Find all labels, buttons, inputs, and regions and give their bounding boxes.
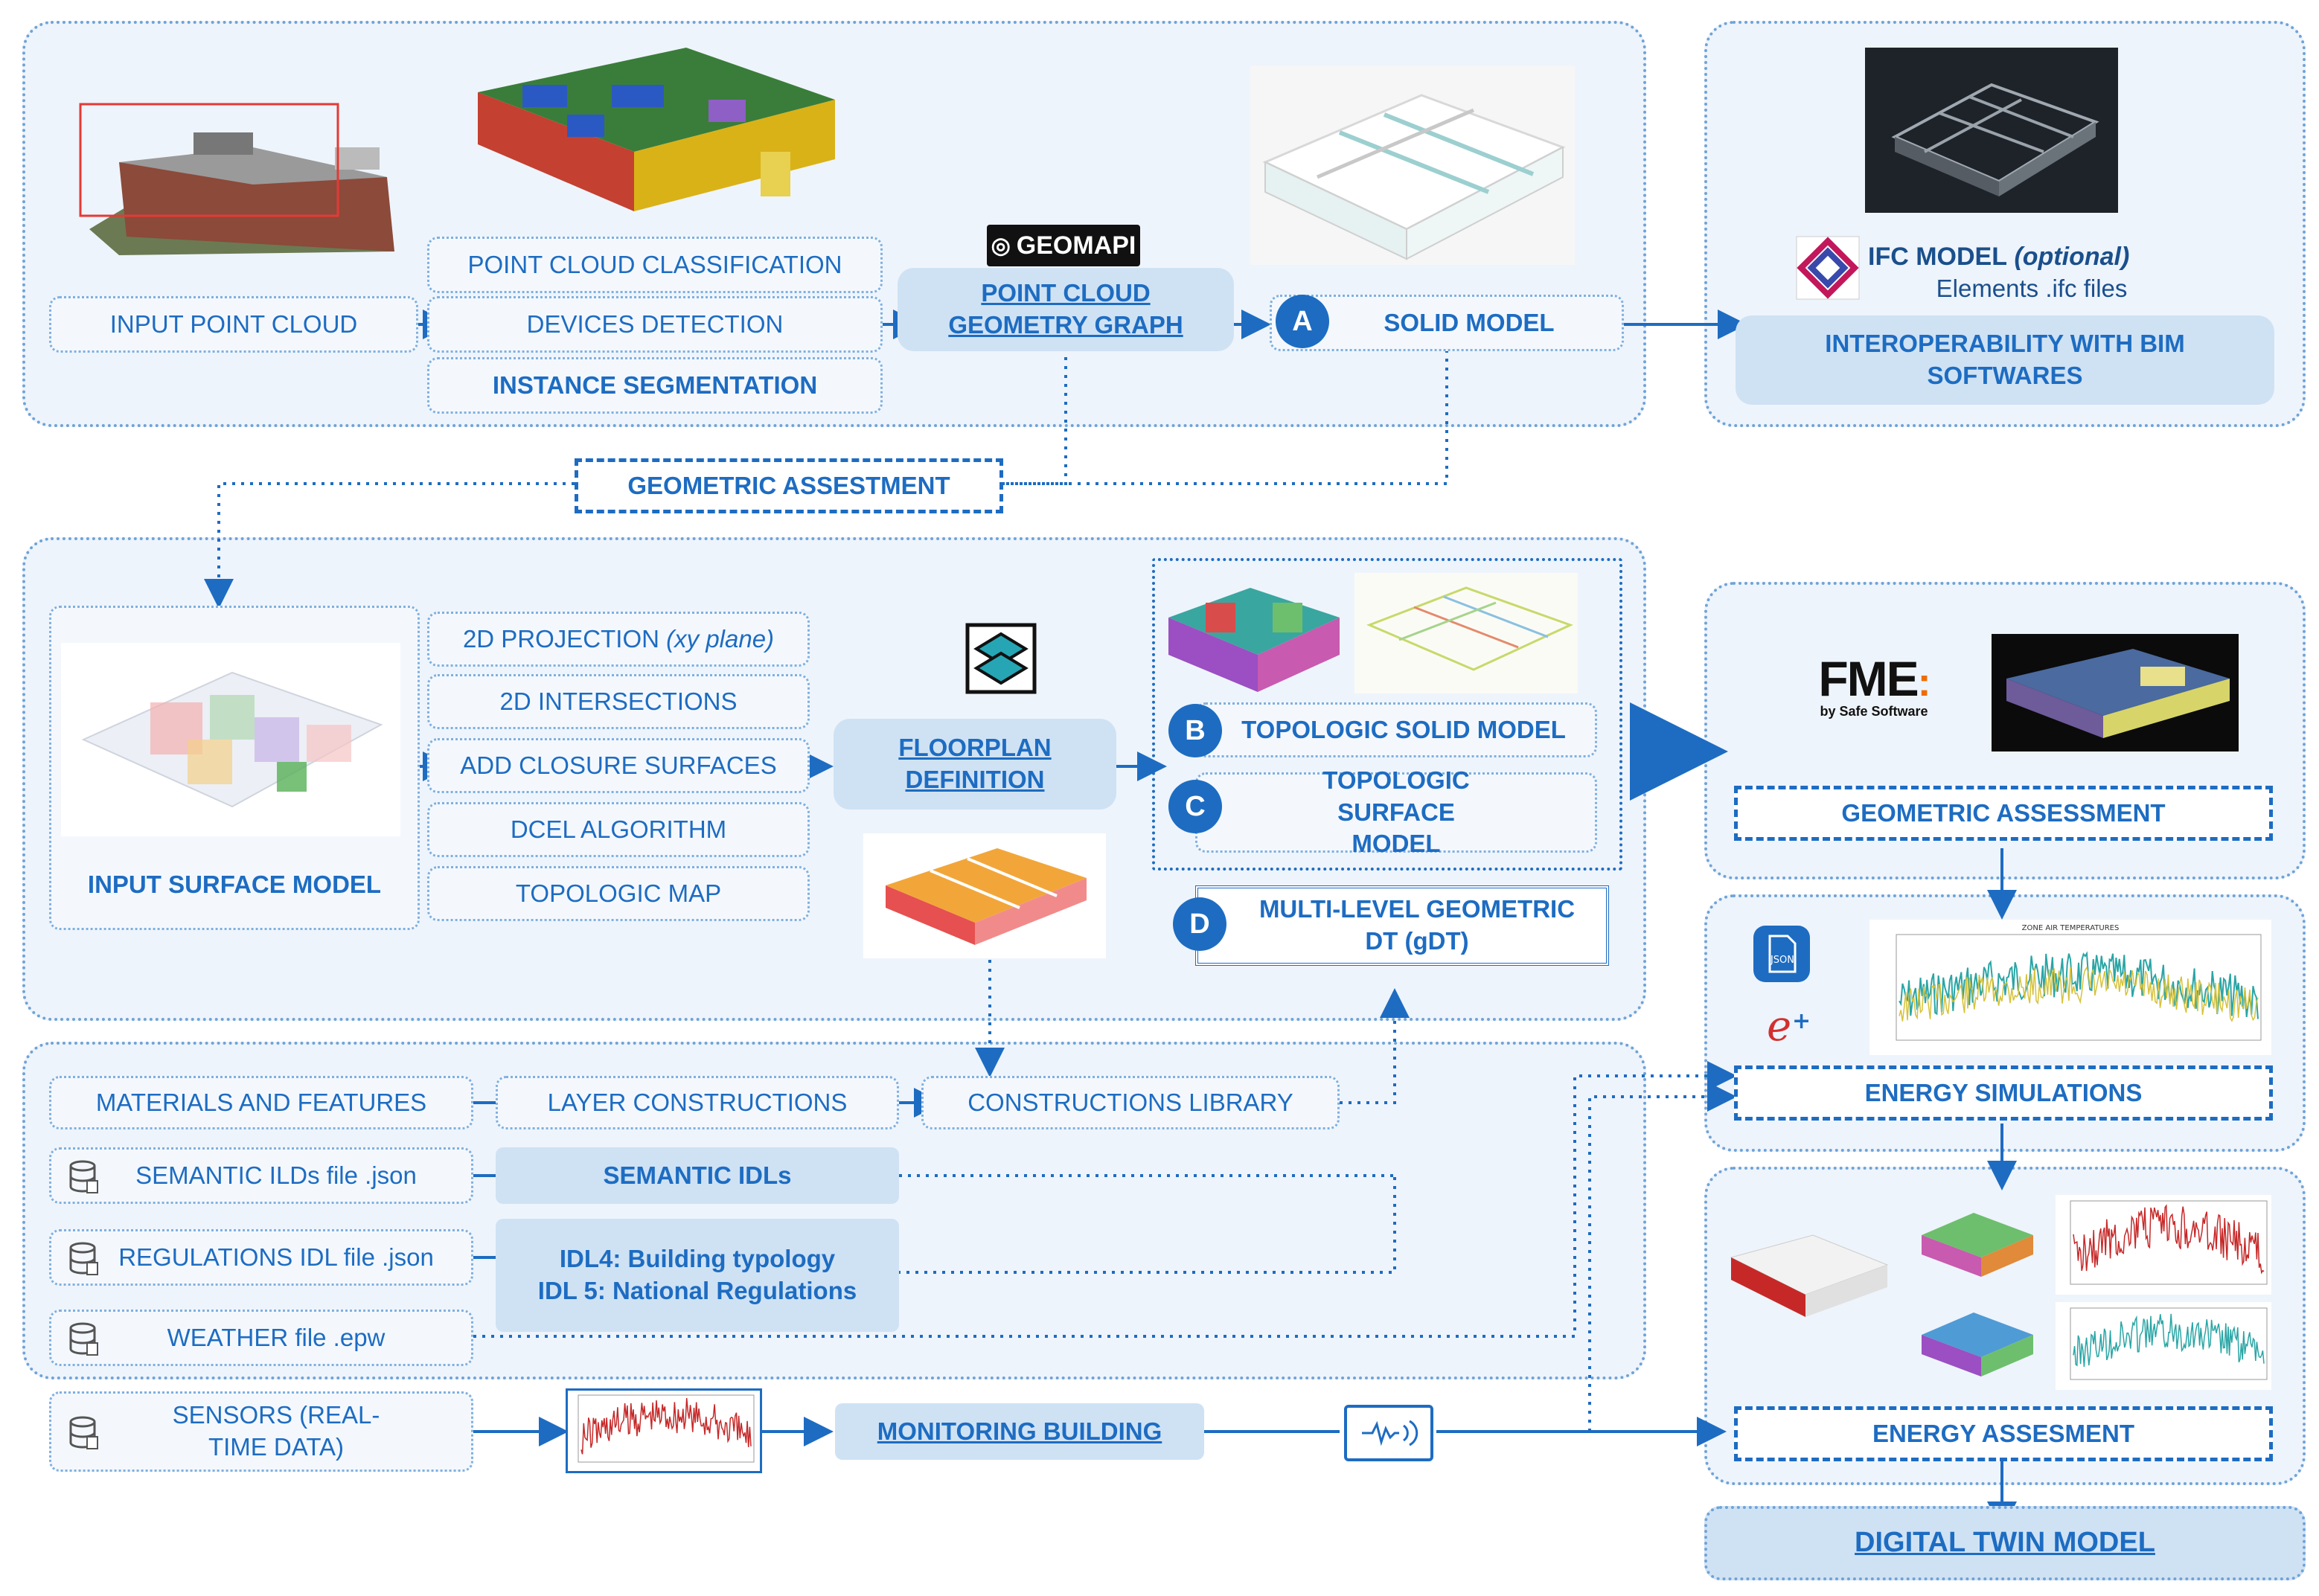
solid-model-label: SOLID MODEL <box>1384 308 1555 336</box>
idl4-label: IDL4: Building typology <box>559 1245 836 1273</box>
svg-text:+: + <box>1792 1008 1811 1034</box>
interoperability-box[interactable]: INTEROPERABILITY WITH BIM SOFTWARES <box>1736 315 2274 405</box>
topologic-solid-model-label: TOPOLOGIC SOLID MODEL <box>1241 715 1566 743</box>
input-surface-model-label: INPUT SURFACE MODEL <box>87 871 382 899</box>
add-closure-surfaces-box[interactable]: ADD CLOSURE SURFACES <box>427 738 810 793</box>
digital-twin-model-box[interactable]: DIGITAL TWIN MODEL <box>1704 1506 2306 1580</box>
zones-bottom-render <box>1914 1305 2038 1379</box>
badge-b: B <box>1168 704 1222 757</box>
point-cloud-geometry-graph-box[interactable]: POINT CLOUD GEOMETRY GRAPH <box>898 268 1234 351</box>
layer-constructions-box[interactable]: LAYER CONSTRUCTIONS <box>496 1076 899 1129</box>
semantic-ilds-file-label: SEMANTIC ILDs file .json <box>135 1161 417 1189</box>
badge-c: C <box>1168 780 1222 833</box>
sensor-data-chart <box>566 1388 762 1473</box>
input-point-cloud-box[interactable]: INPUT POINT CLOUD <box>49 296 418 353</box>
floorplan-definition-box[interactable]: FLOORPLAN DEFINITION <box>834 719 1116 810</box>
database-icon <box>68 1242 100 1286</box>
semantic-ilds-file-box[interactable]: SEMANTIC ILDs file .json <box>49 1147 473 1204</box>
devices-detection-box[interactable]: DEVICES DETECTION <box>427 296 883 353</box>
ifc-logo-icon <box>1794 234 1862 302</box>
fme-model-render <box>1992 634 2239 751</box>
database-icon <box>68 1322 100 1366</box>
topologic-map-box[interactable]: TOPOLOGIC MAP <box>427 866 810 921</box>
ifc-model-title: IFC MODEL (optional) <box>1868 240 2181 274</box>
topologic-wireframe-render <box>1354 573 1578 693</box>
database-icon <box>68 1160 100 1204</box>
projection-2d-italic: (xy plane) <box>666 624 775 653</box>
sensors-label: SENSORS (REAL-TIME DATA) <box>172 1401 380 1461</box>
point-cloud-photo <box>74 103 402 259</box>
semantic-idls-box[interactable]: SEMANTIC IDLs <box>496 1147 899 1204</box>
topologic-solid-render <box>1161 573 1344 693</box>
constructions-library-box[interactable]: CONSTRUCTIONS LIBRARY <box>921 1076 1340 1129</box>
topologic-surface-model-label: TOPOLOGIC SURFACE MODEL <box>1322 766 1470 858</box>
idl5-label: IDL 5: National Regulations <box>537 1277 857 1304</box>
idl-regulations-box[interactable]: IDL4: Building typology IDL 5: National … <box>496 1219 899 1332</box>
materials-and-features-box[interactable]: MATERIALS AND FEATURES <box>49 1076 473 1129</box>
ifc-model-render <box>1865 48 2118 213</box>
badge-a: A <box>1276 295 1329 348</box>
energy-assesment-box[interactable]: ENERGY ASSESMENT <box>1734 1406 2273 1461</box>
fme-logo-word: FME <box>1818 651 1919 707</box>
json-icon-text: JSON <box>1770 955 1794 966</box>
sensors-box[interactable]: SENSORS (REAL-TIME DATA) <box>49 1391 473 1472</box>
regulations-idl-file-label: REGULATIONS IDL file .json <box>118 1243 434 1271</box>
input-surface-model-image <box>61 643 400 836</box>
geomapi-icon: ◎ <box>991 233 1011 258</box>
energy-simulations-box[interactable]: ENERGY SIMULATIONS <box>1734 1065 2273 1121</box>
database-icon <box>68 1416 100 1460</box>
fme-logo: FME: by Safe Software <box>1800 652 1948 723</box>
red-temperature-chart <box>2056 1195 2271 1295</box>
ifc-title-text: IFC MODEL <box>1868 242 2007 271</box>
sensor-signal-icon <box>1344 1405 1433 1461</box>
multi-level-dt-label: MULTI-LEVEL GEOMETRIC DT (gDT) <box>1258 895 1576 955</box>
badge-d: D <box>1173 897 1226 951</box>
energyplus-icon: e + <box>1744 1001 1819 1054</box>
json-file-icon: JSON <box>1750 923 1813 985</box>
topologic-surface-model-box[interactable]: TOPOLOGIC SURFACE MODEL <box>1195 766 1597 857</box>
topologic-models-frame <box>1152 558 1622 871</box>
weather-file-label: WEATHER file .epw <box>167 1323 386 1351</box>
ifc-subtitle: Elements .ifc files <box>1936 274 2128 302</box>
classified-point-cloud-image <box>463 40 850 219</box>
instance-segmentation-box[interactable]: INSTANCE SEGMENTATION <box>427 357 883 414</box>
geomapi-logo-text: GEOMAPI <box>1016 231 1136 260</box>
floorplan-image <box>863 833 1106 958</box>
zones-top-render <box>1914 1205 2038 1280</box>
ifc-title-optional: (optional) <box>2014 242 2130 271</box>
building-3d-red-render <box>1724 1228 1895 1318</box>
zone-air-temperature-chart: ZONE AIR TEMPERATURES <box>1869 920 2271 1055</box>
zone-air-chart-title: ZONE AIR TEMPERATURES <box>2022 924 2120 932</box>
dcel-algorithm-box[interactable]: DCEL ALGORITHM <box>427 802 810 857</box>
geometric-assessment-box[interactable]: GEOMETRIC ASSESSMENT <box>1734 786 2273 841</box>
multi-level-dt-box[interactable]: MULTI-LEVEL GEOMETRIC DT (gDT) <box>1195 885 1609 966</box>
fme-logo-text: FME: <box>1818 651 1931 707</box>
geometric-assestment-box[interactable]: GEOMETRIC ASSESTMENT <box>575 458 1003 513</box>
intersections-2d-box[interactable]: 2D INTERSECTIONS <box>427 674 810 729</box>
regulations-idl-file-box[interactable]: REGULATIONS IDL file .json <box>49 1229 473 1286</box>
fme-logo-sub: by Safe Software <box>1820 704 1928 720</box>
weather-file-box[interactable]: WEATHER file .epw <box>49 1310 473 1366</box>
point-cloud-classification-box[interactable]: POINT CLOUD CLASSIFICATION <box>427 237 883 293</box>
geomapi-logo: ◎ GEOMAPI <box>987 225 1140 266</box>
solid-model-render <box>1250 65 1575 265</box>
topologic-solid-model-box[interactable]: TOPOLOGIC SOLID MODEL <box>1195 702 1597 757</box>
blue-temperature-chart <box>2056 1302 2271 1390</box>
projection-2d-box[interactable]: 2D PROJECTION (xy plane) <box>427 612 810 667</box>
monitoring-building-box[interactable]: MONITORING BUILDING <box>835 1403 1204 1460</box>
fme-logo-dots: : <box>1917 660 1931 705</box>
svg-text:e: e <box>1767 1002 1791 1051</box>
topologic-cube-icon <box>965 622 1037 695</box>
projection-2d-label: 2D PROJECTION <box>462 624 659 653</box>
